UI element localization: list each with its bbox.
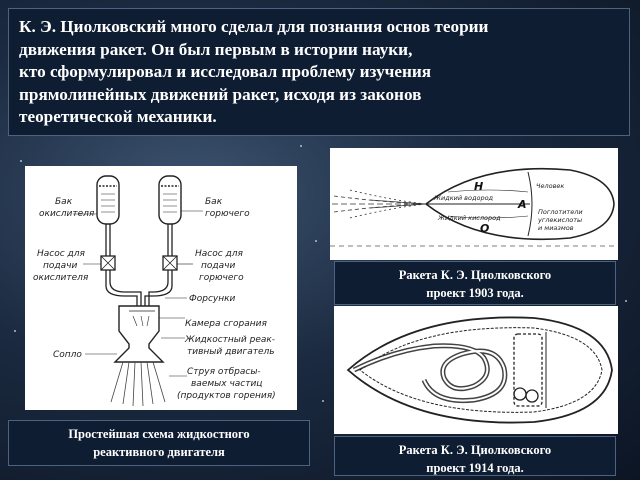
- engine-diagram: Бак окислителя Бак горючего Насос для по…: [33, 175, 276, 407]
- fuel-tank-label-2: горючего: [205, 209, 250, 219]
- intro-line-1: К. Э. Циолковский много сделал для позна…: [19, 17, 489, 36]
- jet-label-2: ваемых частиц: [191, 379, 262, 389]
- fuel-tank-label-1: Бак: [205, 197, 223, 207]
- rocket-1903-exhaust: [332, 189, 427, 219]
- oxidizer-pump: [100, 255, 116, 271]
- intro-line-5: теоретической механики.: [19, 107, 217, 126]
- rocket-1914-caption-line-2: проект 1914 года.: [426, 461, 524, 475]
- engine-diagram-panel: Бак окислителя Бак горючего Насос для по…: [25, 166, 297, 410]
- rocket-1914-caption-line-1: Ракета К. Э. Циолковского: [398, 443, 552, 457]
- rocket-1914-tanks: [513, 332, 547, 408]
- rocket-1914-diagram: [346, 316, 613, 424]
- marker-a: А: [517, 198, 527, 211]
- oxidizer-tank: [96, 175, 120, 225]
- oxygen-label: Жидкий кислород: [437, 214, 501, 222]
- fuel-pump-label-3: горючего: [199, 273, 244, 283]
- oxidizer-pump-label-2: подачи: [43, 261, 77, 271]
- intro-line-2: движения ракет. Он был первым в истории …: [19, 39, 413, 59]
- oxidizer-pump-label-1: Насос для: [37, 249, 86, 259]
- intro-text-box: К. Э. Циолковский много сделал для позна…: [8, 8, 630, 136]
- jet-label-3: (продуктов горения): [177, 391, 276, 401]
- rocket-1903-panel: Н А О Жидкий водород Жидкий кислород Чел…: [330, 148, 618, 260]
- fuel-pump-label-1: Насос для: [195, 249, 244, 259]
- oxidizer-pump-label-3: окислителя: [33, 273, 89, 283]
- absorbers-label-1: Поглотители: [538, 208, 583, 216]
- person-label: Человек: [536, 182, 564, 190]
- fuel-pump: [162, 255, 178, 271]
- marker-o: О: [480, 222, 489, 235]
- oxidizer-tank-label-1: Бак: [55, 197, 73, 207]
- rocket-1903-caption-line-1: Ракета К. Э. Циолковского: [398, 268, 552, 282]
- rocket-1914-inner-coil: [353, 344, 506, 402]
- exhaust-jet: [110, 361, 166, 407]
- fuel-tank: [158, 175, 182, 225]
- absorbers-label-2: углекислоты: [537, 216, 582, 224]
- intro-line-3: кто сформулировал и исследовал проблему …: [19, 62, 432, 81]
- engine-caption-line-1: Простейшая схема жидкостного: [68, 427, 250, 441]
- combustion-chamber: [113, 305, 165, 363]
- feed-pipes: [105, 224, 173, 306]
- intro-line-4: прямолинейных движений ракет, исходя из …: [19, 84, 422, 104]
- oxidizer-tank-label-2: окислителя: [39, 209, 95, 219]
- engine-label-2: тивный двигатель: [187, 347, 275, 357]
- rocket-1914-hull: [346, 316, 613, 424]
- marker-h: Н: [474, 180, 483, 193]
- hydrogen-label: Жидкий водород: [433, 194, 494, 202]
- fuel-pump-label-2: подачи: [201, 261, 235, 271]
- chamber-label: Камера сгорания: [185, 319, 267, 329]
- rocket-1914-coil: [352, 343, 508, 404]
- injectors-label: Форсунки: [189, 294, 236, 304]
- rocket-1914-caption: Ракета К. Э. Циолковского проект 1914 го…: [334, 436, 616, 476]
- engine-caption-line-2: реактивного двигателя: [93, 445, 225, 459]
- rocket-1914-panel: [334, 306, 618, 434]
- rocket-1903-caption: Ракета К. Э. Циолковского проект 1903 го…: [334, 261, 616, 305]
- rocket-1903-caption-line-2: проект 1903 года.: [426, 286, 524, 300]
- rocket-1903-hull: [424, 167, 615, 241]
- absorbers-label-3: и миазмов: [538, 224, 574, 232]
- jet-label-1: Струя отбрасы-: [187, 367, 261, 377]
- engine-caption: Простейшая схема жидкостного реактивного…: [8, 420, 310, 466]
- nozzle-label: Сопло: [53, 350, 82, 360]
- engine-label-1: Жидкостный реак-: [184, 335, 275, 345]
- rocket-1903-diagram: Н А О Жидкий водород Жидкий кислород Чел…: [330, 167, 618, 247]
